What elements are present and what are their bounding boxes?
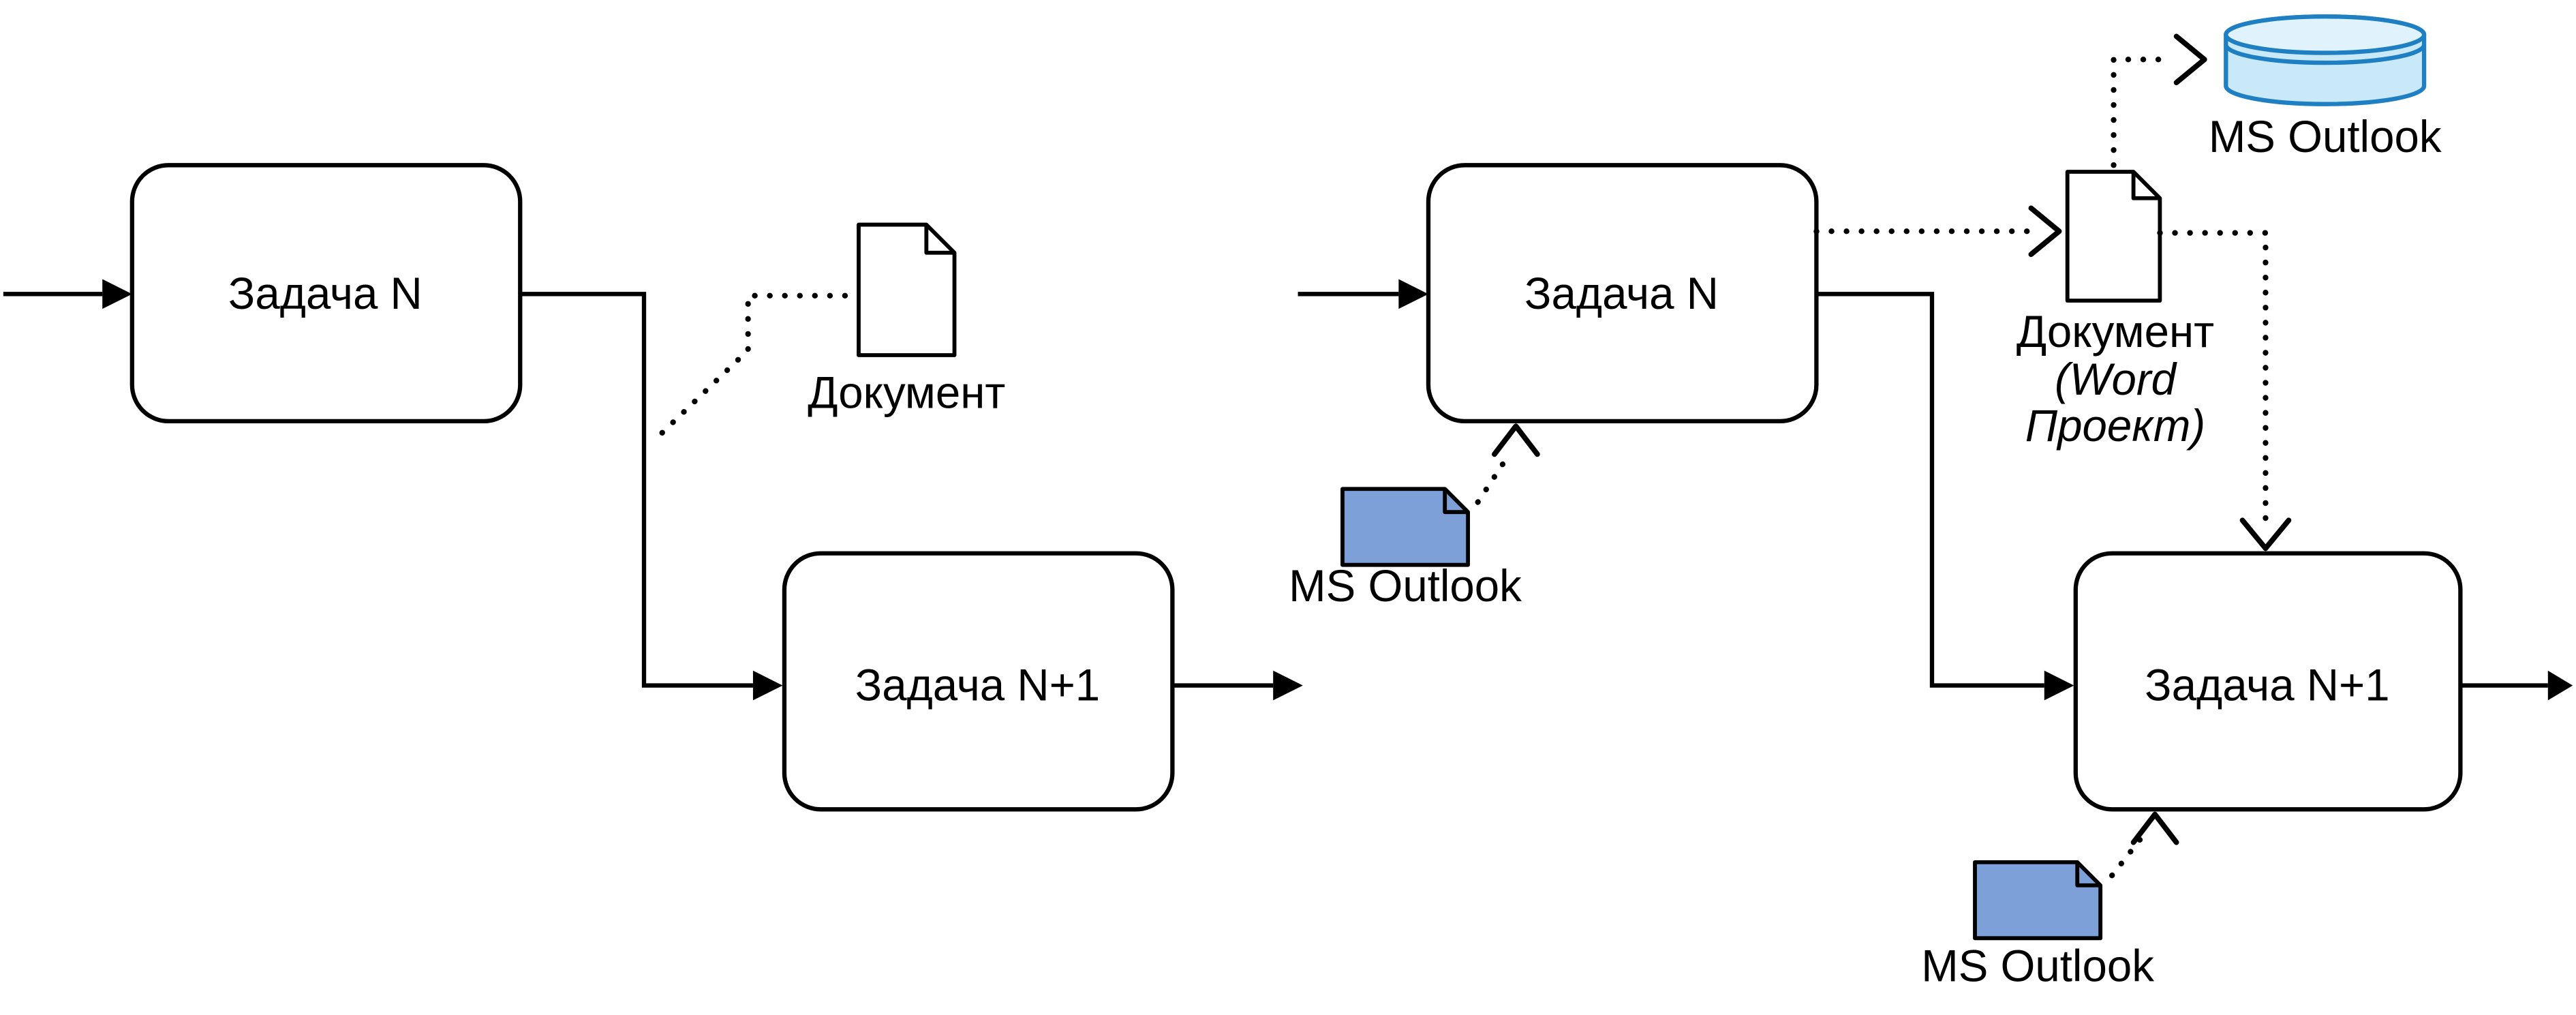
left-document-icon	[857, 222, 957, 357]
left-flow-out-arrowhead	[1273, 670, 1303, 701]
right-flow-out-arrowhead	[2547, 670, 2573, 701]
right-document-to-database-line	[2111, 57, 2176, 168]
left-task-connector-line	[520, 292, 753, 688]
outlook-input-label-task-n: MS Outlook	[1289, 561, 1522, 611]
outlook-input-doc-fold-task-n1	[2075, 862, 2101, 888]
left-document-icon-fold	[924, 224, 955, 255]
right-task-n1-box	[2073, 551, 2463, 812]
right-document-to-task-n1-line	[2157, 230, 2269, 521]
right-document-note-line1: (Word	[2055, 354, 2178, 404]
database-cylinder-ridge	[2224, 44, 2427, 65]
right-process-diagram: Задача N Документ (Word Проект) MS Outlo…	[1289, 14, 2573, 990]
left-process-diagram: Задача N Документ Задача N+1	[3, 163, 1303, 812]
right-task-to-document-open-arrowhead	[2028, 205, 2062, 258]
outlook-input-label-task-n1: MS Outlook	[1921, 941, 2154, 990]
right-document-label: Документ	[2017, 307, 2214, 357]
right-task-n-label: Задача N	[1524, 269, 1719, 318]
left-task-n1-box	[782, 551, 1175, 812]
right-document-icon-fold	[2131, 172, 2160, 200]
left-flow-in-arrowhead	[102, 279, 132, 309]
outlook-input-doc-icon-task-n1	[1973, 860, 2103, 941]
outlook-to-task-n1-open-arrowhead	[2130, 811, 2179, 845]
right-document-to-database-open-arrowhead	[2173, 33, 2207, 86]
database-cylinder-top	[2224, 14, 2427, 55]
right-flow-in-arrowhead	[1398, 279, 1428, 309]
outlook-to-task-n1-line	[2109, 834, 2145, 879]
outlook-to-task-n-open-arrowhead	[1492, 423, 1540, 457]
right-task-n1-label: Задача N+1	[2145, 660, 2389, 710]
outlook-to-task-n-line	[1475, 456, 1509, 505]
database-label: MS Outlook	[2209, 112, 2442, 162]
left-document-association-line	[659, 292, 850, 436]
right-document-note-line2: Проект)	[2025, 401, 2205, 451]
left-document-label: Документ	[808, 368, 1005, 418]
left-task-n-label: Задача N	[228, 269, 423, 318]
right-task-connector-line	[1816, 292, 2044, 688]
right-document-to-task-n1-open-arrowhead	[2239, 517, 2292, 551]
right-task-connector-arrowhead	[2044, 670, 2074, 701]
right-document-icon	[2065, 170, 2162, 303]
left-task-n1-label: Задача N+1	[855, 660, 1100, 710]
left-task-connector-arrowhead	[752, 670, 783, 701]
outlook-input-doc-icon-task-n	[1340, 487, 1471, 567]
outlook-input-doc-fold-task-n	[1443, 489, 1469, 515]
